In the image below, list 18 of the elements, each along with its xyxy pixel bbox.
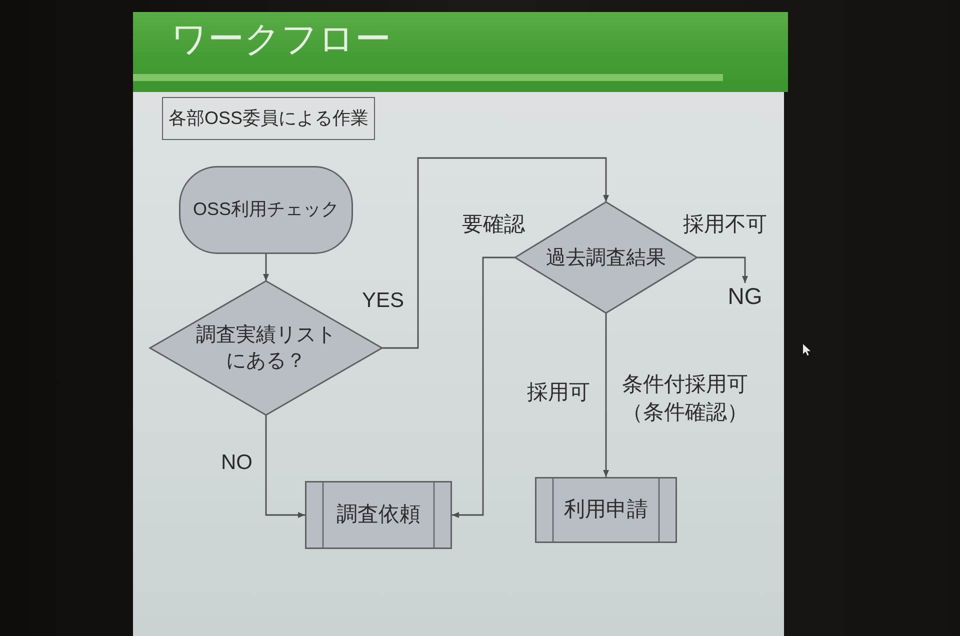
edge-label: 採用不可 xyxy=(683,212,767,238)
arrow xyxy=(697,256,748,283)
arrow xyxy=(452,256,515,518)
caption-box: 各部OSS委員による作業 xyxy=(162,97,375,140)
edge-label: YES xyxy=(362,288,404,314)
slide-title: ワークフロー xyxy=(171,17,391,61)
process-box: 調査依頼 xyxy=(305,481,452,549)
branch-label: 条件付採用可（条件確認） xyxy=(621,372,749,426)
arrow xyxy=(263,254,269,281)
outcome-label: NG xyxy=(727,283,763,311)
process-box: 利用申請 xyxy=(535,477,677,543)
start-terminal: OSS利用チェック xyxy=(179,166,353,254)
edge-label: 採用可 xyxy=(527,380,590,406)
arrow xyxy=(603,313,609,477)
edge-label: NO xyxy=(221,450,252,476)
edge-label: 要確認 xyxy=(462,212,525,238)
arrow xyxy=(382,157,609,349)
arrow xyxy=(265,415,305,518)
